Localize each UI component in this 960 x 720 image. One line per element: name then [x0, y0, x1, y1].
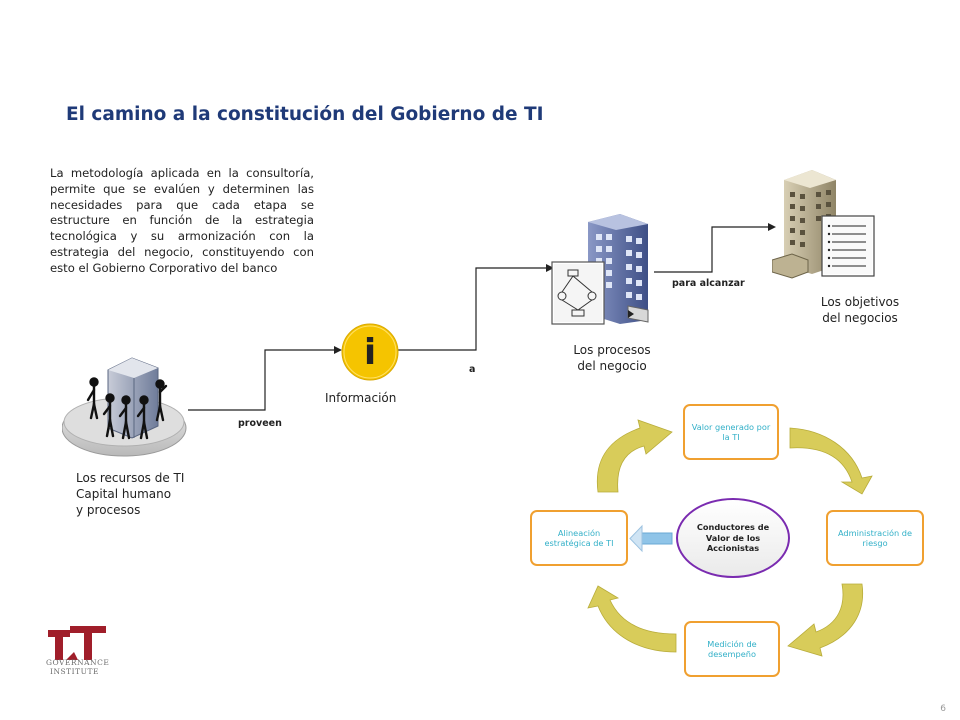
cycle-arrow-bottom-left [587, 585, 677, 653]
hub-to-alignment-arrow [629, 524, 673, 553]
info-icon [341, 323, 399, 381]
page-number: 6 [940, 704, 946, 714]
cycle-value-box: Valor generado por la TI [683, 404, 779, 460]
cycle-alignment-box: Alineación estratégica de TI [530, 510, 628, 566]
it-governance-institute-logo [48, 626, 106, 660]
business-process-building-icon [551, 214, 649, 325]
it-resources-icon [62, 357, 187, 457]
business-process-label: Los procesos del negocio [573, 343, 651, 373]
info-icon-glyph: i [363, 331, 377, 373]
cycle-hub: Conductores de Valor de los Accionistas [676, 498, 790, 578]
a-label: a [469, 364, 476, 375]
page-title: El camino a la constitución del Gobierno… [66, 104, 544, 125]
cycle-performance-box: Medición de desempeño [684, 621, 780, 677]
it-resources-label: Los recursos de TI Capital humano y proc… [76, 471, 185, 517]
cycle-arrow-bottom-right [787, 583, 864, 657]
cycle-arrow-top-right [789, 427, 873, 495]
cycle-arrow-top-left [596, 419, 673, 493]
business-objectives-building-icon [772, 170, 875, 279]
logo-text: GOVERNANCE INSTITUTE [46, 658, 110, 676]
value-cycle-arrows [587, 419, 873, 657]
proveen-label: proveen [238, 418, 282, 429]
cycle-risk-box: Administración de riesgo [826, 510, 924, 566]
business-objectives-label: Los objetivos del negocios [820, 295, 900, 325]
methodology-description: La metodología aplicada en la consultorí… [50, 166, 314, 275]
informacion-label: Información [325, 391, 397, 405]
para-alcanzar-label: para alcanzar [672, 278, 745, 289]
